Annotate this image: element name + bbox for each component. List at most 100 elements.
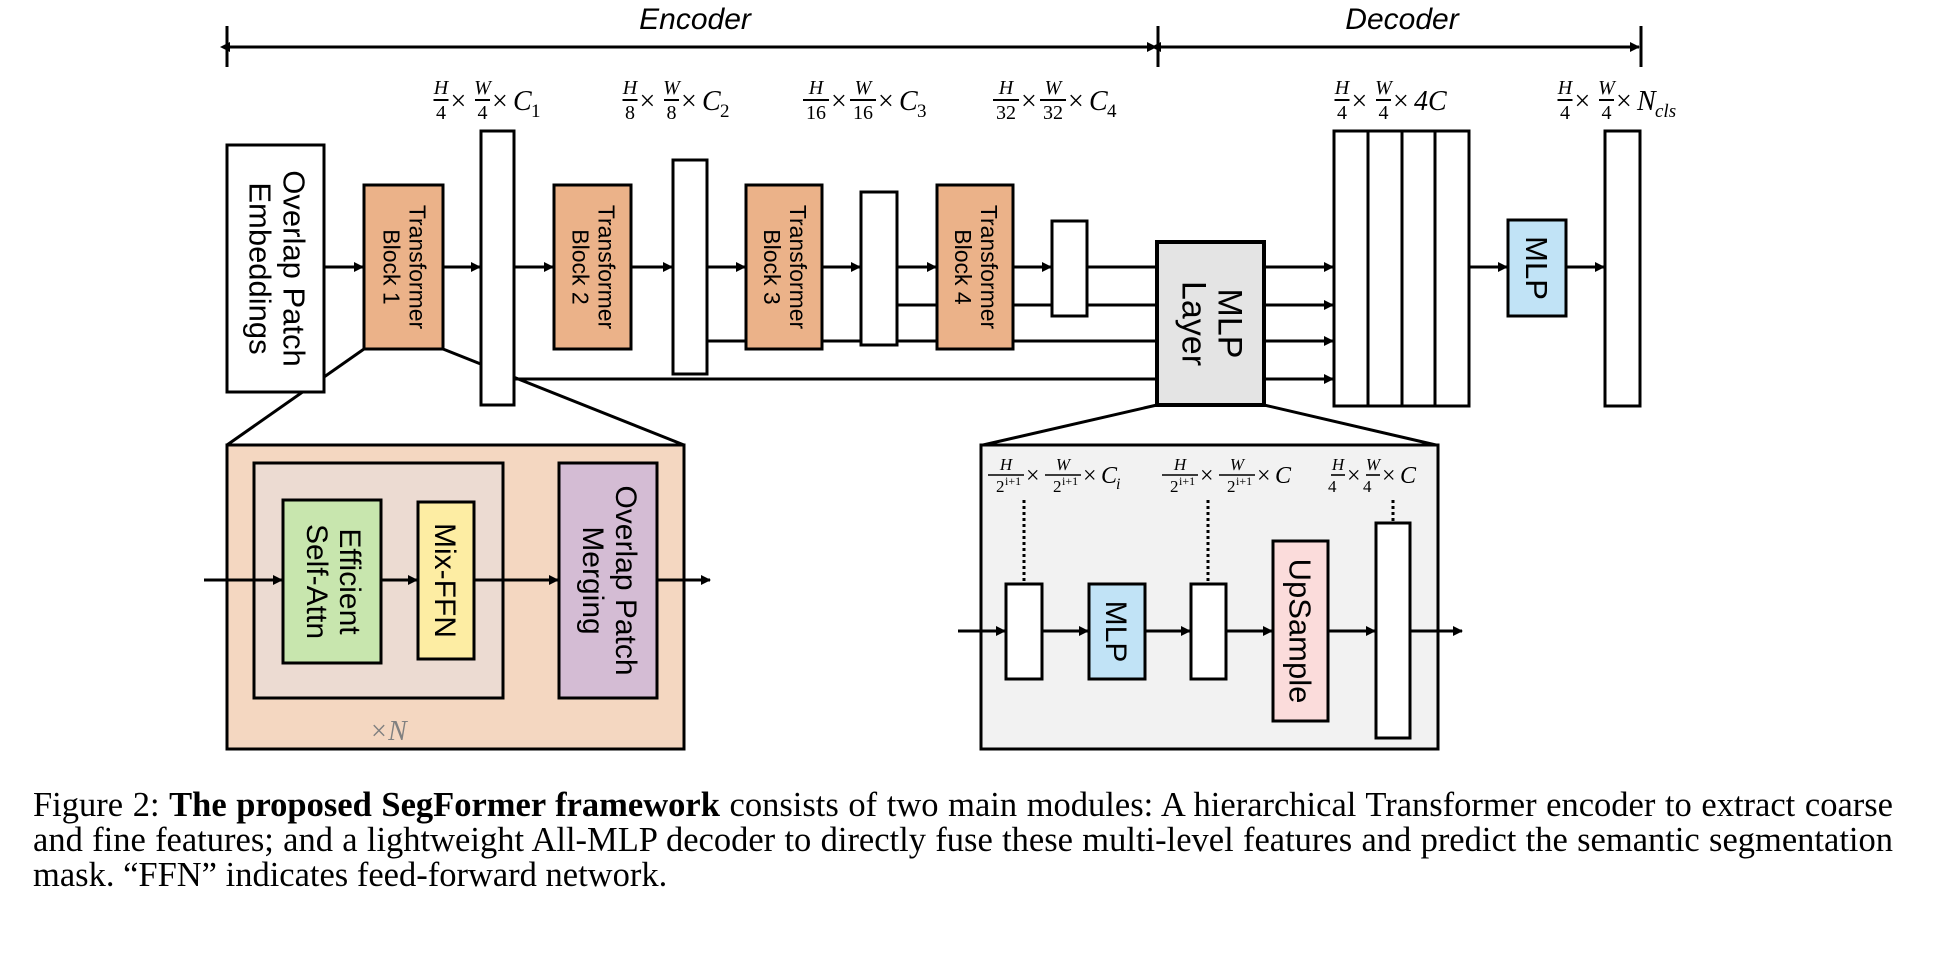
feature-shape-label-2-w-num: W bbox=[663, 77, 682, 99]
feature-shape-label-1-c: C bbox=[513, 86, 532, 117]
concat-shape-label-h-den: 4 bbox=[1337, 102, 1347, 124]
opm-line1: Overlap Patch bbox=[609, 485, 642, 675]
dd-shape-label-1-h-exp: i+1 bbox=[1005, 474, 1021, 488]
caption-bold-title: The proposed SegFormer framework bbox=[169, 786, 720, 824]
esa-line2: Self-Attn bbox=[300, 524, 333, 639]
output-shape-label-c: N bbox=[1636, 86, 1657, 117]
dd-shape-label-3-w-den: 4 bbox=[1363, 477, 1372, 496]
dd-shape-label-2-times1: × bbox=[1200, 463, 1214, 489]
concat-shape-label-times2: × bbox=[1393, 86, 1409, 117]
feature-shape-label-4-times2: × bbox=[1068, 86, 1084, 117]
feature-shape-label-1-csub: 1 bbox=[531, 101, 541, 122]
feature-shape-label-2-times2: × bbox=[681, 86, 697, 117]
feature-shape-label-4-w-num: W bbox=[1045, 77, 1064, 99]
concat-shape-label-c: 4C bbox=[1414, 86, 1447, 117]
mlp-layer-line2: Layer bbox=[1175, 281, 1213, 366]
repeat-n-label: ×N bbox=[369, 716, 408, 747]
feature-map-stage3 bbox=[859, 190, 899, 347]
transformer-block-2-line2: Block 2 bbox=[568, 229, 594, 304]
feature-shape-label-3-c: C bbox=[899, 86, 918, 117]
feature-shape-label-4-h-num: H bbox=[998, 77, 1015, 99]
upsample-block bbox=[1271, 539, 1330, 723]
mlp-layer-block: MLP Layer bbox=[1155, 240, 1266, 407]
dd-shape-label-1-w-exp: i+1 bbox=[1062, 474, 1078, 488]
dd-shape-label-2-h-exp: i+1 bbox=[1179, 474, 1195, 488]
output-shape-label-csub: cls bbox=[1655, 101, 1676, 122]
upsample-label: UpSample bbox=[1283, 559, 1318, 704]
feature-shape-label-1-h-den: 4 bbox=[436, 102, 446, 124]
dd-mlp-label: MLP bbox=[1099, 601, 1132, 663]
output-shape-label-w-den: 4 bbox=[1602, 102, 1612, 124]
dd-shape-label-1-w-num: W bbox=[1056, 455, 1072, 474]
feature-shape-label-3-times1: × bbox=[831, 86, 847, 117]
output-shape-label-h-num: H bbox=[1557, 77, 1574, 99]
dd-shape-label-2-h-num: H bbox=[1173, 455, 1188, 474]
feature-shape-label-3-h-den: 16 bbox=[806, 102, 826, 124]
mlp-layer-line1: MLP bbox=[1211, 289, 1249, 359]
dd-shape-label-3-h-num: H bbox=[1331, 455, 1346, 474]
dd-shape-label-1-w-den: 2 bbox=[1053, 477, 1062, 496]
output-shape-label-w-num: W bbox=[1598, 77, 1617, 99]
dd-shape-label-3-times1: × bbox=[1347, 463, 1361, 489]
main-flow-arrows bbox=[324, 262, 1605, 384]
efficient-self-attn-block bbox=[281, 498, 383, 665]
feature-shape-label-2-h-num: H bbox=[622, 77, 639, 99]
dd-shape-label-2-w-den: 2 bbox=[1227, 477, 1236, 496]
concat-shape-label-w-den: 4 bbox=[1379, 102, 1389, 124]
feature-shape-label-4-csub: 4 bbox=[1107, 101, 1117, 122]
dd-shape-label-2-times2: × bbox=[1257, 463, 1271, 489]
transformer-block-4-line2: Block 4 bbox=[950, 229, 976, 305]
figure-caption: Figure 2: The proposed SegFormer framewo… bbox=[33, 788, 1893, 893]
segformer-diagram: Encoder Decoder Overlap Patch bbox=[204, 3, 1676, 751]
decoder-mlp-label: MLP bbox=[1519, 236, 1554, 300]
feature-shape-label-3-h-num: H bbox=[808, 77, 825, 99]
feature-shape-label-3-csub: 3 bbox=[917, 101, 927, 122]
overlap-patch-embeddings-block: Overlap Patch Embeddings bbox=[225, 143, 326, 394]
decoder-zoom-line-right bbox=[1263, 403, 1437, 447]
concat-shape-label: H4×W4×4C bbox=[1334, 77, 1447, 124]
feature-shape-label-2-h-den: 8 bbox=[625, 102, 635, 124]
dd-shape-label-1-h-num: H bbox=[999, 455, 1014, 474]
esa-line1: Efficient bbox=[333, 528, 366, 635]
output-segmentation-map bbox=[1603, 129, 1642, 408]
ope-label-line2: Embeddings bbox=[243, 182, 278, 354]
transformer-block-4-line1: Transformer bbox=[976, 205, 1002, 330]
feature-shape-label-1-times2: × bbox=[492, 86, 508, 117]
feature-shape-label-1-h-num: H bbox=[433, 77, 450, 99]
concat-shape-label-h-num: H bbox=[1334, 77, 1351, 99]
feature-shape-label-2-c: C bbox=[702, 86, 721, 117]
concat-shape-label-w-num: W bbox=[1375, 77, 1394, 99]
transformer-block-1-line2: Block 1 bbox=[379, 229, 405, 304]
feature-shape-label-4-c: C bbox=[1089, 86, 1108, 117]
dd-shape-label-1-times1: × bbox=[1026, 463, 1040, 489]
output-shape-label-times1: × bbox=[1575, 86, 1591, 117]
feature-shape-label-3-w-den: 16 bbox=[853, 102, 873, 124]
output-shape-label-times2: × bbox=[1616, 86, 1632, 117]
encoder-detail-panel: Efficient Self-Attn Mix-FFN Overlap Patc… bbox=[204, 443, 711, 751]
dd-input-feature bbox=[1004, 582, 1044, 681]
dd-mlp-block bbox=[1087, 582, 1147, 681]
feature-map-stage1 bbox=[479, 129, 516, 407]
caption-body: consists of two main modules: A hierarch… bbox=[33, 786, 1893, 894]
dd-shape-label-2-c: C bbox=[1275, 463, 1292, 489]
decoder-title: Decoder bbox=[1345, 3, 1459, 36]
feature-shape-label-3-w-num: W bbox=[855, 77, 874, 99]
ope-label-line1: Overlap Patch bbox=[277, 170, 312, 366]
encoder-title: Encoder bbox=[639, 3, 752, 36]
dd-projected-feature bbox=[1189, 582, 1228, 681]
feature-shape-label-1-times1: × bbox=[451, 86, 467, 117]
dd-shape-label-2-h-den: 2 bbox=[1170, 477, 1179, 496]
dd-shape-label-3: H4×W4×C bbox=[1328, 455, 1417, 496]
feature-map-stage2 bbox=[671, 158, 709, 376]
mixffn-label: Mix-FFN bbox=[428, 523, 461, 638]
feature-shape-label-2-times1: × bbox=[640, 86, 656, 117]
